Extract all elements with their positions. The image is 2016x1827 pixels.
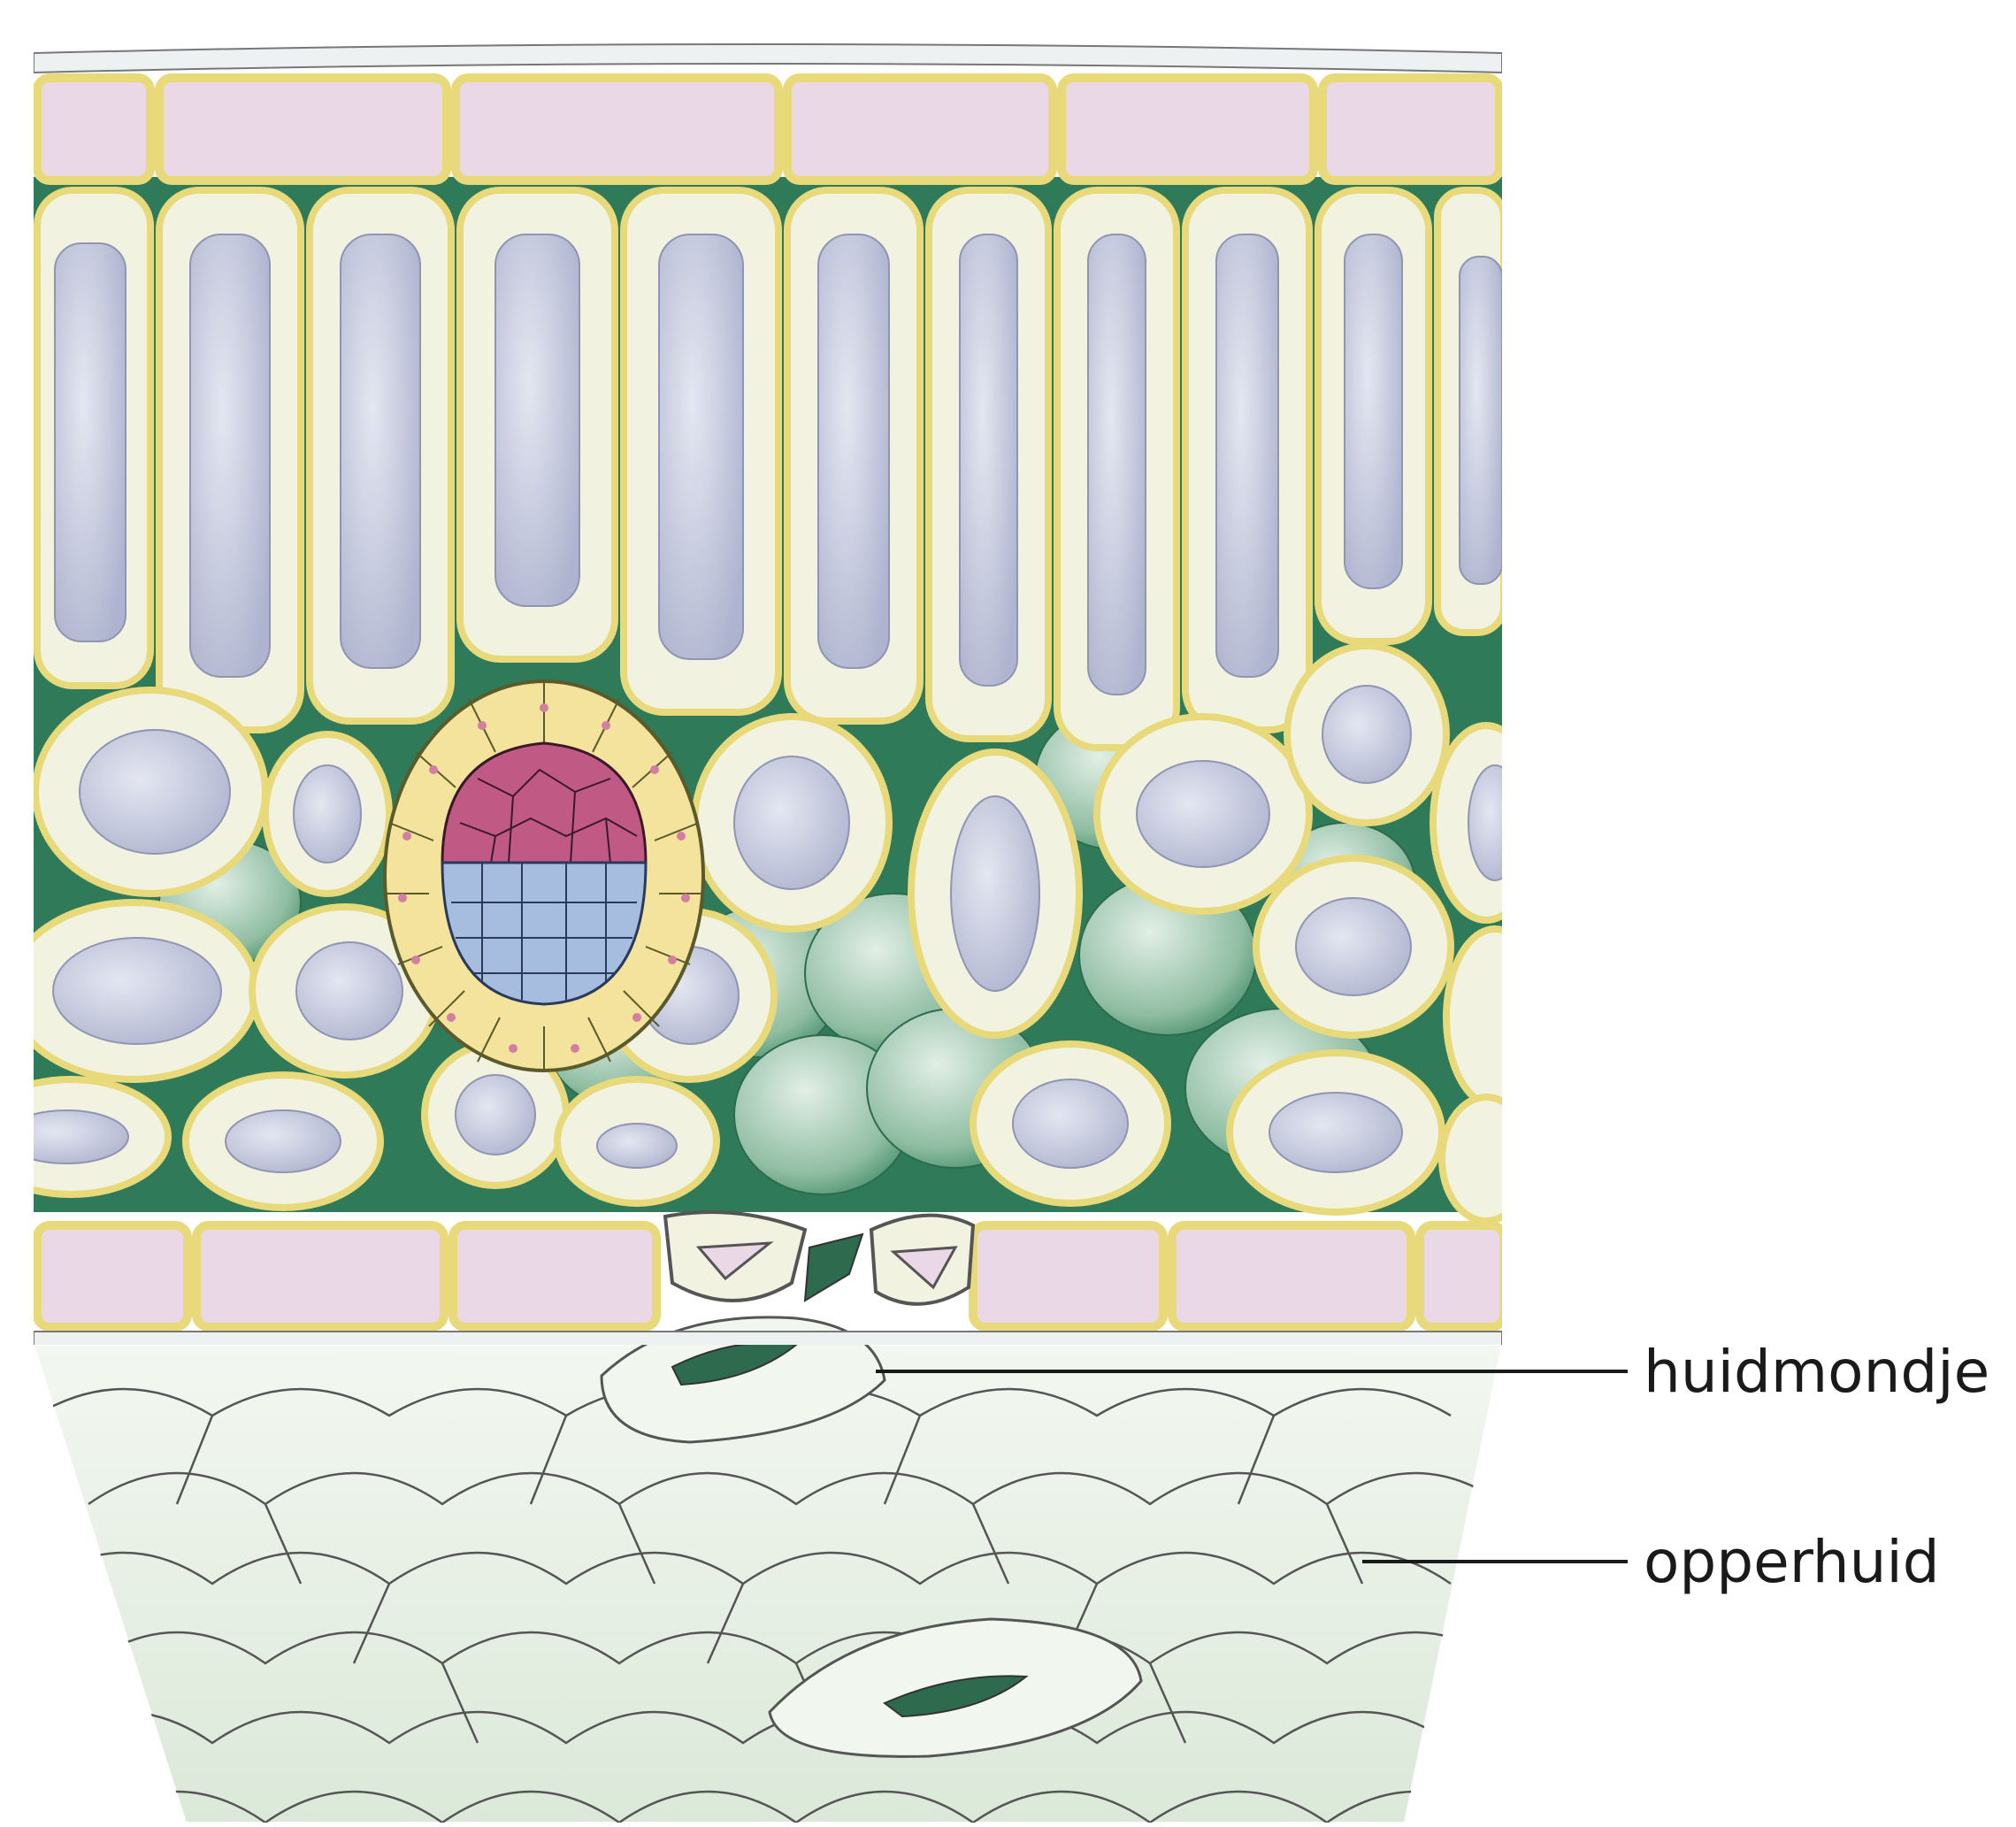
upper-cuticle [34, 44, 1502, 73]
stoma-guard-cells [665, 1212, 973, 1304]
palisade-layer [37, 190, 1504, 748]
epidermis-surface-view [34, 1317, 1504, 1823]
upper-epidermis [37, 78, 1499, 180]
lower-cuticle [34, 1332, 1502, 1347]
label-epidermis: opperhuid [1644, 1528, 1940, 1596]
cross-section [0, 44, 1544, 1347]
vascular-bundle [385, 681, 703, 1071]
label-stoma: huidmondje [1644, 1338, 1989, 1406]
